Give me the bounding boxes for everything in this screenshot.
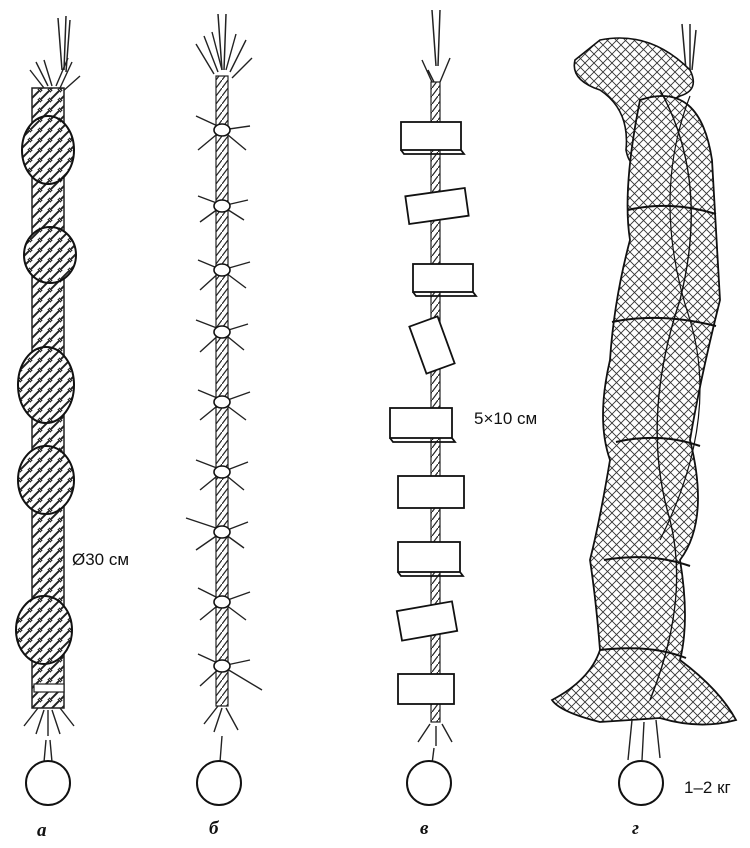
tufted-rope: [186, 14, 262, 805]
knot: [18, 446, 74, 514]
bottom-fringe-d: [628, 720, 660, 760]
caption-v: в: [420, 818, 429, 840]
knot: [16, 596, 72, 664]
bottom-fringe-c: [418, 724, 452, 764]
knot: [24, 227, 76, 283]
caption-a: а: [37, 820, 47, 842]
net-body: [552, 96, 736, 725]
bottom-fringe-a: [24, 708, 74, 762]
weight-ball: [26, 761, 70, 805]
diameter-label: Ø30 см: [72, 550, 129, 570]
net-bundle: [552, 24, 736, 805]
caption-b: б: [209, 818, 218, 840]
caption-g: г: [632, 818, 639, 840]
bottom-fringe-b: [204, 706, 238, 762]
knotted-rope: [16, 16, 80, 805]
plate-size-label: 5×10 см: [474, 409, 537, 429]
knot: [22, 116, 74, 184]
knot: [18, 347, 74, 423]
plates: [390, 122, 476, 704]
weight-ball: [407, 761, 451, 805]
top-fringe-a: [30, 58, 80, 92]
weight-label: 1–2 кг: [684, 778, 731, 798]
rope-body-b: [216, 76, 228, 706]
weight-ball: [197, 761, 241, 805]
plate-rope: [390, 10, 476, 805]
weight-ball: [619, 761, 663, 805]
